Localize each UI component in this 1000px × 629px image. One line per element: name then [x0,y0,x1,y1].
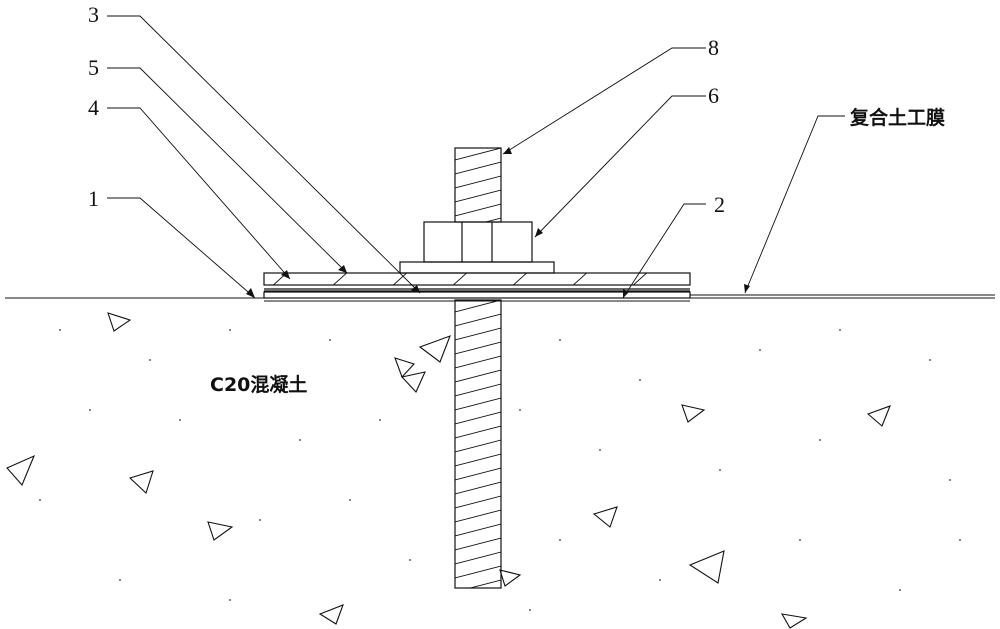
label-part-6: 6 [708,83,719,108]
label-geomembrane: 复合土工膜 [849,106,945,129]
label-part-8: 8 [708,35,719,60]
concrete-texture [39,329,961,611]
label-part-1: 1 [88,186,99,211]
label-part-3: 3 [88,2,99,27]
plate-assembly [263,272,691,302]
label-part-4: 4 [88,95,99,120]
washer-and-nut [399,221,555,274]
leader-lines [107,15,845,299]
label-part-5: 5 [88,55,99,80]
concrete-aggregate [6,312,891,629]
label-concrete: C20混凝土 [210,373,307,396]
leader-arrowheads [246,147,750,298]
anchor-rod [454,147,502,589]
label-part-2: 2 [714,192,725,217]
ground-line [5,294,995,299]
